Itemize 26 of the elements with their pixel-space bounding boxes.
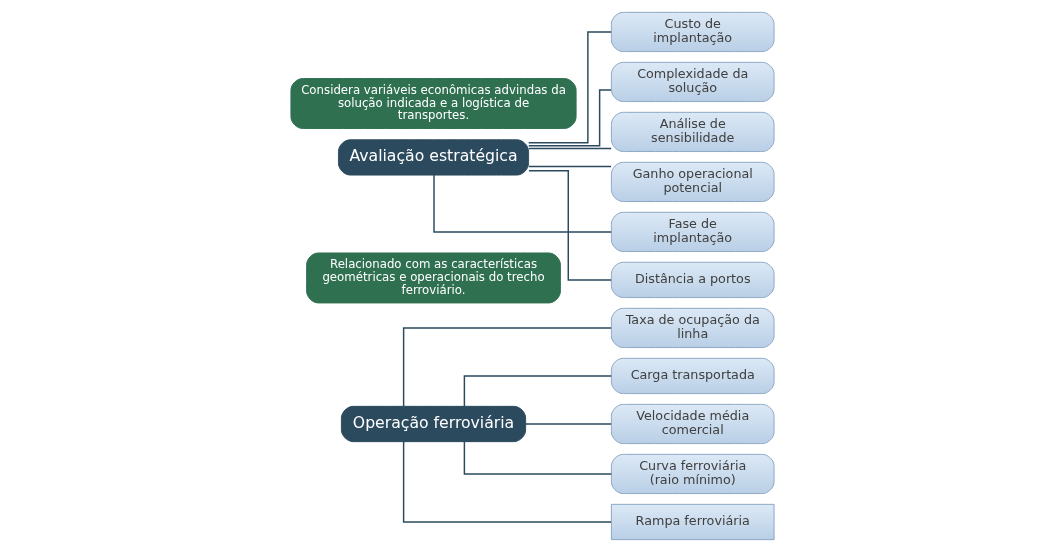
- node-box: Análise de sensibilidade: [610, 111, 775, 152]
- connector: [527, 89, 612, 147]
- node-box: Relacionado com as características geométricas e operacionais do trecho ferroviário.: [305, 252, 561, 304]
- node-box: Fase de implantação: [610, 211, 775, 252]
- connector: [527, 165, 612, 168]
- connector: [463, 375, 612, 407]
- connector: [524, 423, 612, 425]
- node-box: Considera variáveis econômicas advindas da solução indicada e a logística de transportes.: [289, 78, 577, 129]
- connector: [527, 170, 612, 281]
- connector: [527, 147, 612, 150]
- connector: [402, 441, 612, 523]
- connector: [432, 174, 612, 233]
- node-box: Avaliação estratégica: [337, 139, 529, 176]
- node-box: Carga transportada: [610, 357, 775, 395]
- connector: [402, 327, 612, 407]
- node-box: Complexidade da solução: [610, 61, 775, 103]
- node-box: Velocidade média comercial: [610, 403, 775, 445]
- node-box: Rampa ferroviária: [610, 503, 775, 541]
- node-box: Custo de implantação: [610, 11, 775, 53]
- connector: [527, 31, 612, 144]
- node-box: Operação ferroviária: [340, 405, 526, 443]
- node-box: Taxa de ocupação da linha: [610, 307, 775, 349]
- connector: [463, 441, 612, 475]
- node-box: Curva ferroviária (raio mínimo): [610, 453, 775, 495]
- node-box: Distância a portos: [610, 261, 775, 299]
- node-box: Ganho operacional potencial: [610, 161, 775, 202]
